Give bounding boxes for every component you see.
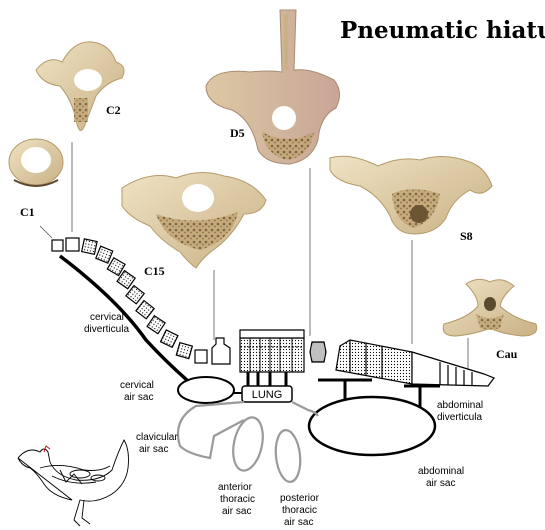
label-cau: Cau [496,347,518,361]
label-c15: C15 [144,264,165,278]
label-posterior-thoracic-air-sac: posterior thoracic air sac [280,493,322,528]
label-cervical-air-sac: cervical air sac [120,380,157,403]
label-abdominal-diverticula: abdominal diverticula [437,400,486,423]
label-clavicular-air-sac: clavicular air sac [136,432,180,455]
d5-vertebra-image [206,10,340,164]
caudal-vertebra-image [443,279,537,336]
label-abdominal-air-sac: abdominal air sac [418,466,467,489]
label-d5: D5 [230,126,245,140]
figure-title: Pneumatic hiatus [340,17,545,44]
chicken-outline-icon [18,440,129,526]
label-c1: C1 [20,205,35,219]
s8-vertebra-image [330,156,492,234]
c2-vertebra-image [36,42,124,131]
label-anterior-thoracic-air-sac: anterior thoracic air sac [218,482,258,517]
c1-vertebra-image [9,139,63,186]
c15-vertebra-image [122,172,266,268]
label-c2: C2 [106,103,121,117]
label-lung: LUNG [252,389,283,401]
label-cervical-diverticula: cervical diverticula [84,312,129,335]
label-s8: S8 [460,229,473,243]
